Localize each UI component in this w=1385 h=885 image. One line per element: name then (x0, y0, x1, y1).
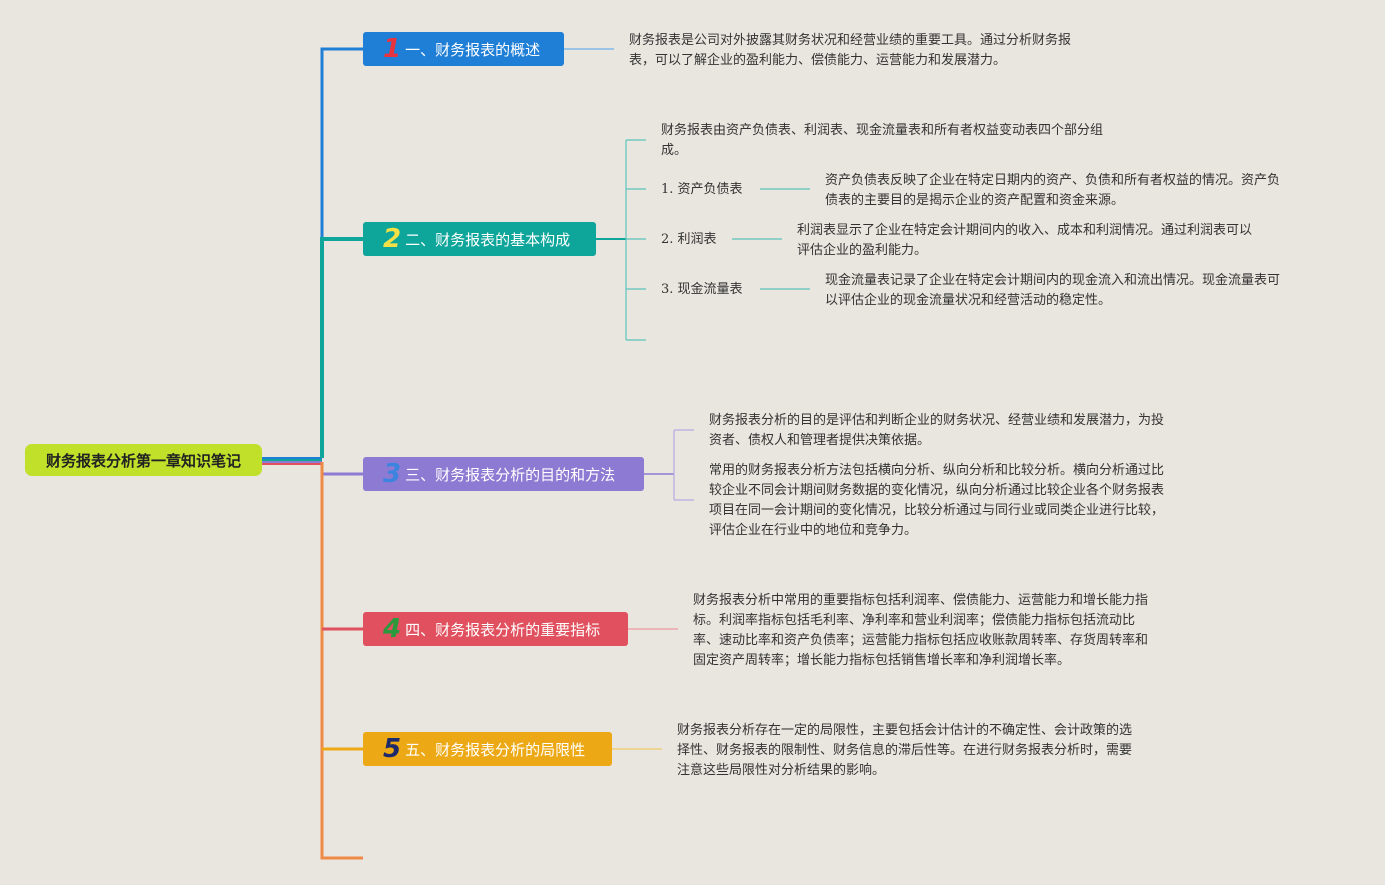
subtopic-income-statement[interactable]: 2. 利润表 (661, 232, 717, 247)
branch-1-note[interactable]: 财务报表是公司对外披露其财务状况和经营业绩的重要工具。通过分析财务报 表，可以了… (629, 33, 1072, 68)
branch-3-topic[interactable]: 3 三、财务报表分析的目的和方法 (363, 457, 644, 491)
branch-5-topic[interactable]: 5 五、财务报表分析的局限性 (363, 732, 612, 766)
branch-2-topic[interactable]: 2 二、财务报表的基本构成 (363, 222, 596, 256)
number-4-icon: 4 (383, 614, 402, 644)
balance-sheet-note[interactable]: 资产负债表反映了企业在特定日期内的资产、负债和所有者权益的情况。资产负 债表的主… (825, 173, 1281, 208)
root-topic-label: 财务报表分析第一章知识笔记 (45, 451, 241, 470)
branch-1-topic[interactable]: 1 一、财务报表的概述 (363, 32, 564, 66)
branch-5-note[interactable]: 财务报表分析存在一定的局限性，主要包括会计估计的不确定性、会计政策的选 择性、财… (677, 723, 1133, 778)
branch-1-label: 一、财务报表的概述 (405, 40, 541, 59)
branch-4-note[interactable]: 财务报表分析中常用的重要指标包括利润率、偿债能力、运营能力和增长能力指 标。利润… (693, 593, 1149, 668)
number-1-icon: 1 (383, 34, 402, 64)
branch-2-label: 二、财务报表的基本构成 (405, 230, 571, 249)
branch-5-label: 五、财务报表分析的局限性 (405, 740, 586, 759)
branch-3-methods-note[interactable]: 常用的财务报表分析方法包括横向分析、纵向分析和比较分析。横向分析通过比 较企业不… (709, 463, 1165, 538)
income-statement-note[interactable]: 利润表显示了企业在特定会计期间内的收入、成本和利润情况。通过利润表可以 评估企业… (797, 223, 1253, 258)
cash-flow-note[interactable]: 现金流量表记录了企业在特定会计期间内的现金流入和流出情况。现金流量表可 以评估企… (825, 273, 1281, 308)
number-3-icon: 3 (383, 459, 402, 489)
branch-2-intro-note[interactable]: 财务报表由资产负债表、利润表、现金流量表和所有者权益变动表四个部分组 成。 (661, 123, 1104, 158)
number-2-icon: 2 (383, 224, 402, 254)
branch-3-purpose-note[interactable]: 财务报表分析的目的是评估和判断企业的财务状况、经营业绩和发展潜力，为投 资者、债… (709, 413, 1165, 448)
branch-4-label: 四、财务报表分析的重要指标 (405, 620, 601, 639)
branch-3-label: 三、财务报表分析的目的和方法 (405, 465, 616, 484)
number-5-icon: 5 (383, 734, 402, 764)
branch-4-topic[interactable]: 4 四、财务报表分析的重要指标 (363, 612, 628, 646)
subtopic-cash-flow-statement[interactable]: 3. 现金流量表 (661, 282, 743, 297)
subtopic-balance-sheet[interactable]: 1. 资产负债表 (661, 182, 743, 197)
root-topic[interactable]: 财务报表分析第一章知识笔记 (25, 444, 262, 476)
